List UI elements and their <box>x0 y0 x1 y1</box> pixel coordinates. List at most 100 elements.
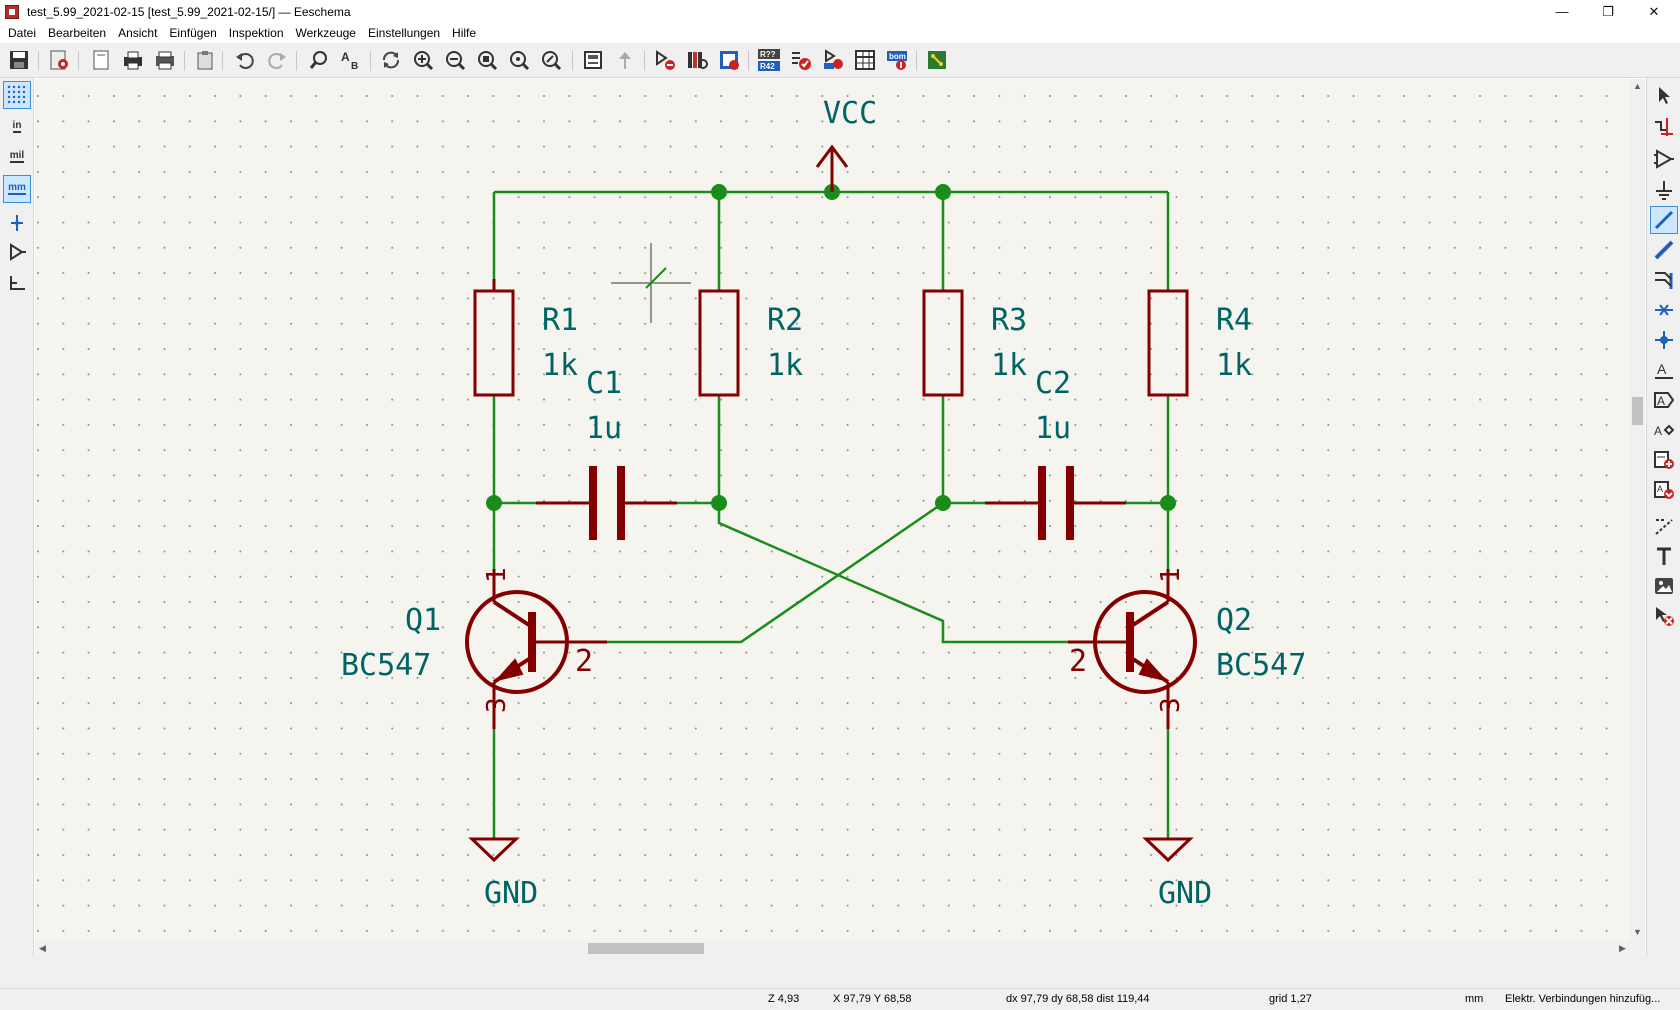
add-sheet-icon[interactable] <box>1650 446 1678 474</box>
menu-hilfe[interactable]: Hilfe <box>452 26 477 40</box>
hidden-pins-icon[interactable] <box>3 238 31 266</box>
restore-button[interactable]: ❐ <box>1602 3 1614 19</box>
bom-icon[interactable]: bom <box>884 47 910 73</box>
add-global-label-icon[interactable]: A <box>1650 386 1678 414</box>
undo-icon[interactable] <box>232 47 258 73</box>
vertical-scroll-thumb[interactable] <box>1632 397 1643 425</box>
no-connect-icon[interactable] <box>1650 296 1678 324</box>
save-icon[interactable] <box>6 47 32 73</box>
add-symbol-icon[interactable] <box>1650 145 1678 173</box>
import-sheet-pin-icon[interactable]: A <box>1650 476 1678 504</box>
close-button[interactable]: ✕ <box>1648 3 1660 19</box>
add-graphic-line-icon[interactable] <box>1650 512 1678 540</box>
r3-value: 1k <box>991 348 1027 383</box>
schematic-canvas[interactable]: VCC R1 1k R2 1k R3 1k R4 1k C1 1u <box>35 79 1645 941</box>
print-icon[interactable] <box>120 47 146 73</box>
menu-einstellungen[interactable]: Einstellungen <box>367 26 441 40</box>
menu-bearbeiten[interactable]: Bearbeiten <box>48 26 107 40</box>
menu-einfuegen[interactable]: Einfügen <box>169 26 217 40</box>
horizontal-scrollbar[interactable]: ◀ ▶ <box>35 941 1645 956</box>
grid-toggle-icon[interactable] <box>3 81 31 109</box>
add-power-icon[interactable] <box>1650 176 1678 204</box>
menu-werkzeuge[interactable]: Werkzeuge <box>295 26 356 40</box>
page-settings-icon[interactable] <box>88 47 114 73</box>
leave-sheet-icon[interactable] <box>612 47 638 73</box>
add-hier-label-icon[interactable]: A <box>1650 416 1678 444</box>
message-panel <box>0 956 1680 988</box>
erc-icon[interactable] <box>788 47 814 73</box>
q2-pin1-number: 1 <box>1156 567 1186 583</box>
scroll-right-icon[interactable]: ▶ <box>1619 943 1626 953</box>
q2-pin3-number: 3 <box>1156 697 1186 713</box>
paste-icon[interactable] <box>192 47 218 73</box>
zoom-objects-icon[interactable] <box>506 47 532 73</box>
minimize-button[interactable]: — <box>1555 4 1569 19</box>
netlist-icon[interactable] <box>820 47 846 73</box>
transistor-q2[interactable] <box>1068 569 1197 729</box>
add-label-icon[interactable]: A <box>1650 356 1678 384</box>
footprint-assignment-icon[interactable] <box>716 47 742 73</box>
symbol-editor-icon[interactable] <box>652 47 678 73</box>
add-bus-entry-icon[interactable] <box>1650 266 1678 294</box>
q1-pin3-number: 3 <box>482 697 512 713</box>
refresh-icon[interactable] <box>378 47 404 73</box>
menu-datei[interactable]: Datei <box>8 26 37 40</box>
fields-editor-icon[interactable] <box>852 47 878 73</box>
svg-text:bom: bom <box>889 52 906 61</box>
menu-ansicht[interactable]: Ansicht <box>118 26 158 40</box>
r2-reference: R2 <box>767 303 803 338</box>
power-vcc-symbol[interactable] <box>815 144 849 192</box>
find-icon[interactable] <box>306 47 332 73</box>
q1-value: BC547 <box>341 648 431 683</box>
hierarchy-navigator-icon[interactable] <box>580 47 606 73</box>
capacitor-c1[interactable] <box>536 466 677 540</box>
redo-icon[interactable] <box>264 47 290 73</box>
units-mm-button[interactable]: mm <box>3 175 31 203</box>
highlight-net-icon[interactable] <box>1650 113 1678 141</box>
transistor-q1[interactable] <box>465 569 607 729</box>
window-title: test_5.99_2021-02-15 [test_5.99_2021-02-… <box>27 4 351 19</box>
scroll-up-icon[interactable]: ▲ <box>1633 81 1642 91</box>
menu-inspektion[interactable]: Inspektion <box>228 26 284 40</box>
resistor-r2[interactable] <box>698 289 740 397</box>
units-inch-label: in <box>12 120 22 133</box>
resistor-r3[interactable] <box>922 289 964 397</box>
horizontal-scroll-thumb[interactable] <box>588 943 704 954</box>
add-bus-icon[interactable] <box>1650 236 1678 264</box>
resistor-r1[interactable] <box>473 279 515 397</box>
title-bar: test_5.99_2021-02-15 [test_5.99_2021-02-… <box>0 0 1680 23</box>
r2-value: 1k <box>767 348 803 383</box>
left-toolbar: in mil mm <box>0 78 34 956</box>
symbol-library-browser-icon[interactable] <box>684 47 710 73</box>
zoom-fit-icon[interactable] <box>474 47 500 73</box>
scroll-left-icon[interactable]: ◀ <box>39 943 46 953</box>
q2-reference: Q2 <box>1216 603 1252 638</box>
vertical-scrollbar[interactable]: ▲ ▼ <box>1630 79 1645 941</box>
add-junction-icon[interactable] <box>1650 326 1678 354</box>
power-gnd-symbol-2[interactable] <box>1142 837 1194 863</box>
zoom-selection-icon[interactable] <box>538 47 564 73</box>
plot-icon[interactable] <box>152 47 178 73</box>
schematic-setup-icon[interactable] <box>46 47 72 73</box>
units-inch-button[interactable]: in <box>3 113 31 141</box>
units-mil-button[interactable]: mil <box>3 143 31 171</box>
status-delta: dx 97,79 dy 68,58 dist 119,44 <box>1006 993 1150 1005</box>
add-image-icon[interactable] <box>1650 572 1678 600</box>
scroll-down-icon[interactable]: ▼ <box>1633 927 1642 937</box>
zoom-in-icon[interactable] <box>410 47 436 73</box>
line-mode-icon[interactable] <box>3 269 31 297</box>
zoom-out-icon[interactable] <box>442 47 468 73</box>
add-text-icon[interactable] <box>1650 542 1678 570</box>
gnd2-label: GND <box>1158 876 1212 911</box>
power-gnd-symbol-1[interactable] <box>468 837 520 863</box>
add-wire-icon[interactable] <box>1650 206 1678 234</box>
pcb-editor-icon[interactable] <box>924 47 950 73</box>
cursor-shape-icon[interactable] <box>3 209 31 237</box>
annotate-icon[interactable]: R??R42 <box>756 47 782 73</box>
select-icon[interactable] <box>1650 81 1678 109</box>
capacitor-c2[interactable] <box>985 466 1126 540</box>
resistor-r4[interactable] <box>1147 289 1189 397</box>
delete-icon[interactable] <box>1650 602 1678 630</box>
